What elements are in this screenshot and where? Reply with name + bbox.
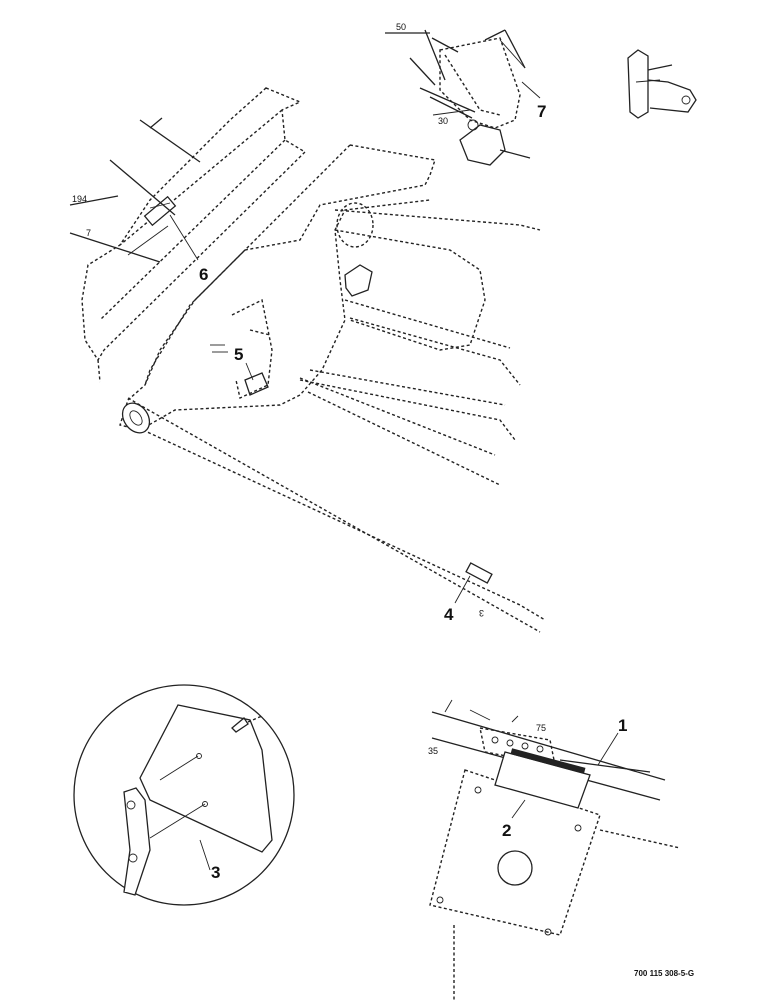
header-frame bbox=[119, 144, 541, 486]
callout-7: 7 bbox=[537, 102, 546, 121]
dim-30: 30 bbox=[438, 116, 448, 126]
callout-3: 3 bbox=[211, 863, 220, 882]
detail-circle bbox=[73, 684, 295, 906]
leader-lines bbox=[169, 81, 619, 871]
callout-2: 2 bbox=[502, 821, 511, 840]
bottom-right-plate bbox=[429, 699, 681, 1000]
dimension-lines-left bbox=[69, 117, 201, 263]
callout-4: 4 bbox=[444, 605, 454, 624]
callout-1: 1 bbox=[618, 716, 627, 735]
upper-shield bbox=[81, 87, 307, 383]
drawing-number: 700 115 308-5-G bbox=[634, 969, 694, 978]
gearbox-shield bbox=[439, 29, 531, 166]
top-right-bracket bbox=[627, 49, 697, 119]
dim-35: 35 bbox=[428, 746, 438, 756]
dim-75: 75 bbox=[536, 723, 546, 733]
dim-194: 194 bbox=[72, 194, 87, 204]
dim-3: 3 bbox=[479, 608, 484, 618]
cross-tube bbox=[121, 397, 546, 633]
dim-7: 7 bbox=[86, 228, 91, 238]
dim-50: 50 bbox=[396, 22, 406, 32]
dimension-lines-top bbox=[385, 29, 476, 119]
callout-5: 5 bbox=[234, 345, 243, 364]
callout-6: 6 bbox=[199, 265, 208, 284]
